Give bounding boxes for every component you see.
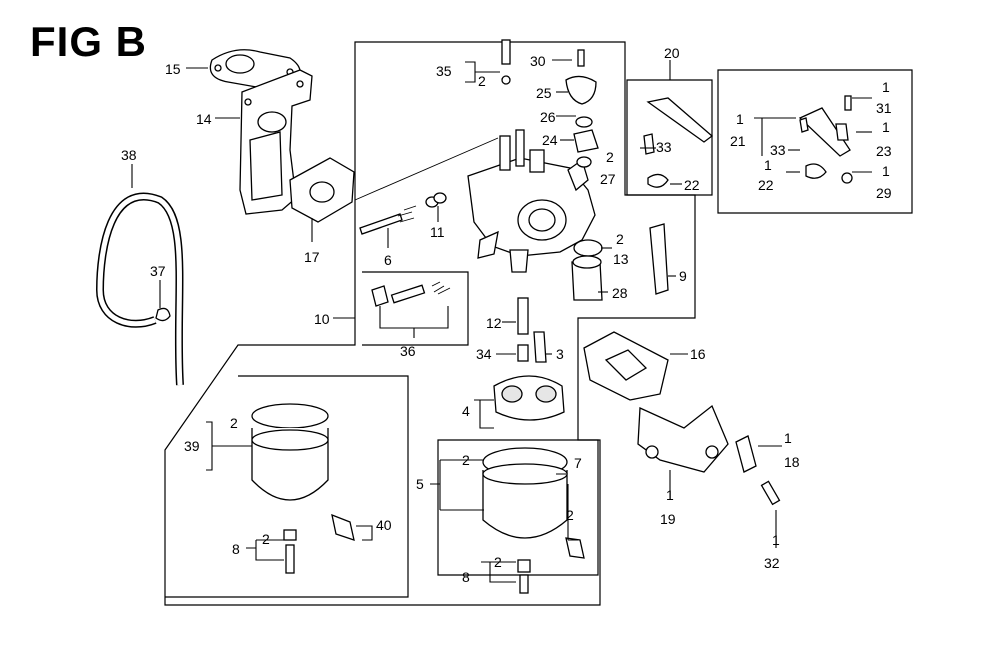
carburetor-body [354, 129, 596, 273]
sediment-bowl-part [251, 403, 355, 574]
label-33-b: 33 [770, 142, 786, 158]
label-1-e: 1 [764, 157, 772, 173]
label-1-d: 1 [736, 111, 744, 127]
label-17: 17 [304, 249, 320, 265]
label-32: 32 [764, 555, 780, 571]
label-4: 4 [462, 403, 470, 419]
label-37: 37 [150, 263, 166, 279]
part-labels: 15 14 38 37 17 6 11 10 36 35 2 30 25 26 … [121, 45, 892, 585]
label-1-g: 1 [882, 119, 890, 135]
label-21: 21 [730, 133, 746, 149]
label-1-c: 1 [772, 532, 780, 548]
label-2-d: 2 [462, 452, 470, 468]
clip-part [155, 307, 171, 322]
label-34: 34 [476, 346, 492, 362]
gasket-16-part [583, 331, 669, 401]
label-26: 26 [540, 109, 556, 125]
label-2-b: 2 [606, 149, 614, 165]
label-16: 16 [690, 346, 706, 362]
label-2-e: 2 [566, 507, 574, 523]
jet-parts [517, 297, 547, 363]
label-31: 31 [876, 100, 892, 116]
label-18: 18 [784, 454, 800, 470]
label-2-f: 2 [494, 554, 502, 570]
label-1-h: 1 [882, 163, 890, 179]
label-23: 23 [876, 143, 892, 159]
label-2-a: 2 [478, 73, 486, 89]
label-5: 5 [416, 476, 424, 492]
bowl-parts [571, 223, 669, 301]
label-22-a: 22 [684, 177, 700, 193]
label-19: 19 [660, 511, 676, 527]
bracket-part [239, 69, 313, 215]
label-25: 25 [536, 85, 552, 101]
pilot-screw-part [359, 192, 447, 235]
lever-20-parts [643, 97, 714, 188]
label-8-b: 8 [232, 541, 240, 557]
label-2-g: 2 [230, 415, 238, 431]
label-11: 11 [430, 224, 445, 240]
choke-parts [371, 281, 451, 307]
label-12: 12 [486, 315, 502, 331]
label-1-b: 1 [784, 430, 792, 446]
label-2-c: 2 [616, 231, 624, 247]
label-2-h: 2 [262, 531, 270, 547]
label-1-f: 1 [882, 79, 890, 95]
lever-21-parts [798, 95, 853, 184]
label-40: 40 [376, 517, 392, 533]
label-13: 13 [613, 251, 629, 267]
label-3: 3 [556, 346, 564, 362]
label-6: 6 [384, 252, 392, 268]
fuel-tube-part [95, 192, 184, 386]
insulator-part [289, 157, 355, 223]
label-15: 15 [165, 61, 181, 77]
label-7: 7 [574, 455, 582, 471]
label-30: 30 [530, 53, 546, 69]
label-29: 29 [876, 185, 892, 201]
leader-lines [131, 59, 872, 583]
screw-stack [501, 39, 599, 168]
label-28: 28 [612, 285, 628, 301]
label-38: 38 [121, 147, 137, 163]
label-20: 20 [664, 45, 680, 61]
label-27: 27 [600, 171, 616, 187]
label-35: 35 [436, 63, 452, 79]
float-part [493, 375, 565, 421]
label-9: 9 [679, 268, 687, 284]
label-36: 36 [400, 343, 416, 359]
label-14: 14 [196, 111, 212, 127]
label-39: 39 [184, 438, 200, 454]
label-22-b: 22 [758, 177, 774, 193]
label-8-a: 8 [462, 569, 470, 585]
assembly-outline [164, 41, 913, 606]
label-33-a: 33 [656, 139, 672, 155]
label-24: 24 [542, 132, 558, 148]
label-1-a: 1 [666, 487, 674, 503]
figure-title: FIG B [30, 18, 147, 65]
bracket-19-part [637, 404, 781, 506]
float-bowl-part [482, 447, 585, 594]
label-10: 10 [314, 311, 330, 327]
